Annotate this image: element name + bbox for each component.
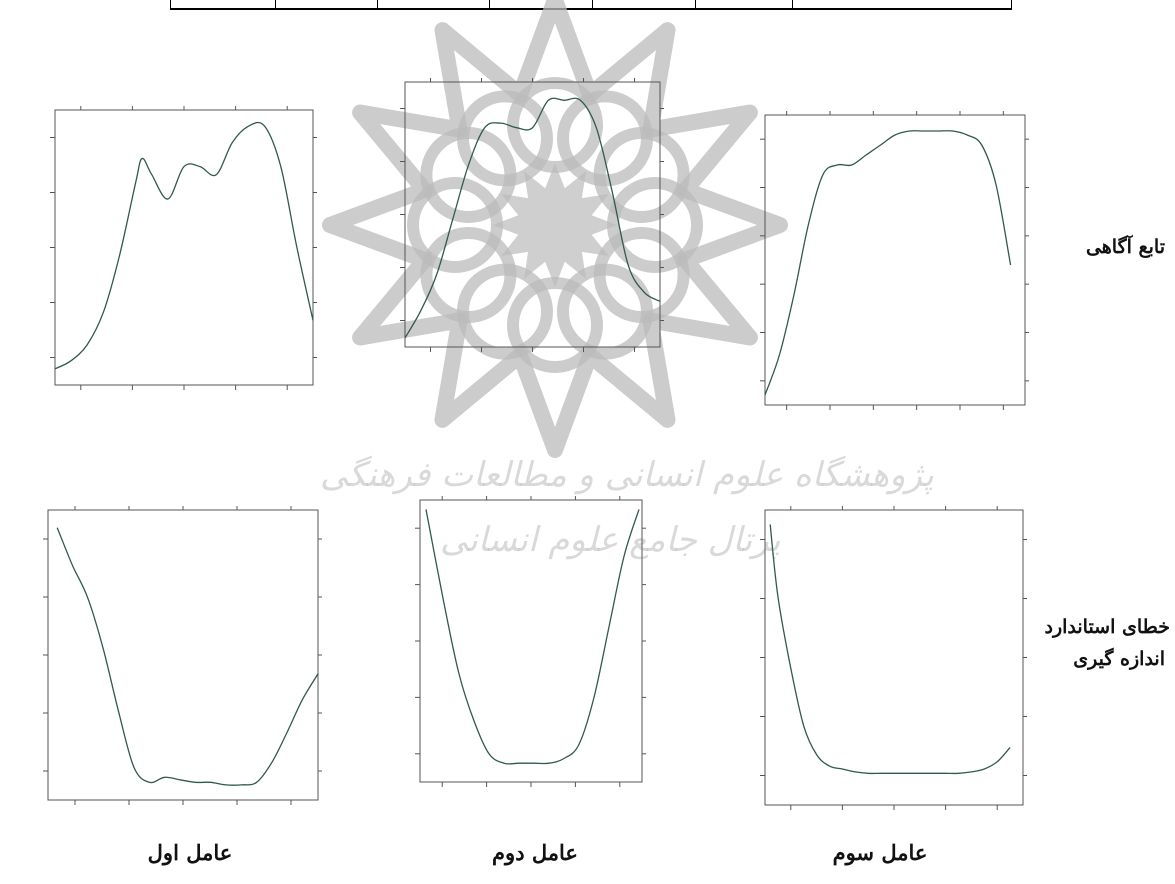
watermark-text-line2: پرتال جامع علوم انسانی <box>440 520 781 560</box>
watermark-center <box>493 163 617 287</box>
table-column-divider <box>695 0 696 8</box>
table-column-divider <box>377 0 378 8</box>
watermark-text-line1: پژوهشگاه علوم انسانی و مطالعات فرهنگی <box>320 455 934 495</box>
table-column-divider <box>489 0 490 8</box>
chart-frame-1 <box>54 109 314 386</box>
factor-label-3: عامل سوم <box>832 840 928 865</box>
watermark-emblem <box>322 0 788 458</box>
row-label-sem-line2: اندازه گیری <box>1073 648 1165 670</box>
series-line-4 <box>56 527 319 786</box>
factor-label-2: عامل دوم <box>492 840 578 865</box>
series-line-3 <box>764 130 1012 396</box>
watermark-ring <box>557 263 653 360</box>
table-column-divider <box>792 0 793 8</box>
watermark-ring <box>593 127 690 223</box>
series-line-2 <box>404 97 661 339</box>
table-column-divider <box>275 0 276 8</box>
watermark-star <box>322 0 788 458</box>
chart-frame-4 <box>47 509 319 801</box>
series-line-5 <box>425 509 640 765</box>
watermark-ring <box>420 227 517 323</box>
table-column-divider <box>592 0 593 8</box>
table-bottom-edge <box>170 0 1012 10</box>
chart-panels <box>43 78 1029 810</box>
series-line-1 <box>54 121 314 370</box>
chart-frame-6 <box>764 509 1024 806</box>
watermark-ring <box>457 90 553 187</box>
series-line-6 <box>769 524 1011 775</box>
row-label-sem-line1: خطای استاندارد <box>1044 616 1170 638</box>
chart-frame-3 <box>764 114 1026 406</box>
row-label-information-function: تابع آگاهی <box>1085 236 1165 258</box>
factor-label-1: عامل اول <box>147 840 233 865</box>
